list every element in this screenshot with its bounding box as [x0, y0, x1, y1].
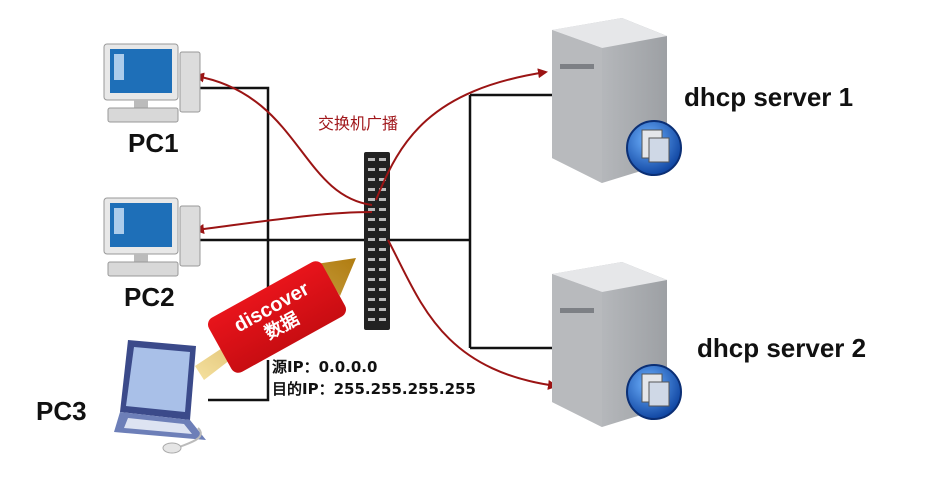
pc1-label: PC1 [128, 128, 179, 158]
network-links [198, 86, 552, 402]
server2-label: dhcp server 2 [697, 333, 867, 363]
server1-label: dhcp server 1 [684, 82, 854, 112]
switch-icon [364, 152, 390, 330]
broadcast-arrow-pc1 [194, 72, 373, 206]
pc3-label: PC3 [36, 396, 87, 426]
broadcast-arrow-server1 [375, 68, 548, 201]
pc1-icon [103, 43, 201, 123]
server2-icon [552, 262, 682, 427]
broadcast-label: 交换机广播 [318, 114, 399, 133]
broadcast-arrow-server2 [387, 239, 558, 390]
pc2-label: PC2 [124, 282, 175, 312]
server1-icon [552, 18, 682, 183]
source-ip-label: 源IP：0.0.0.0 [272, 358, 378, 376]
broadcast-arrow-pc2 [194, 211, 373, 234]
pc2-icon [103, 197, 201, 277]
laptop-icon [114, 340, 206, 454]
destination-ip-label: 目的IP：255.255.255.255 [272, 380, 476, 398]
broadcast-arrows [194, 68, 558, 390]
